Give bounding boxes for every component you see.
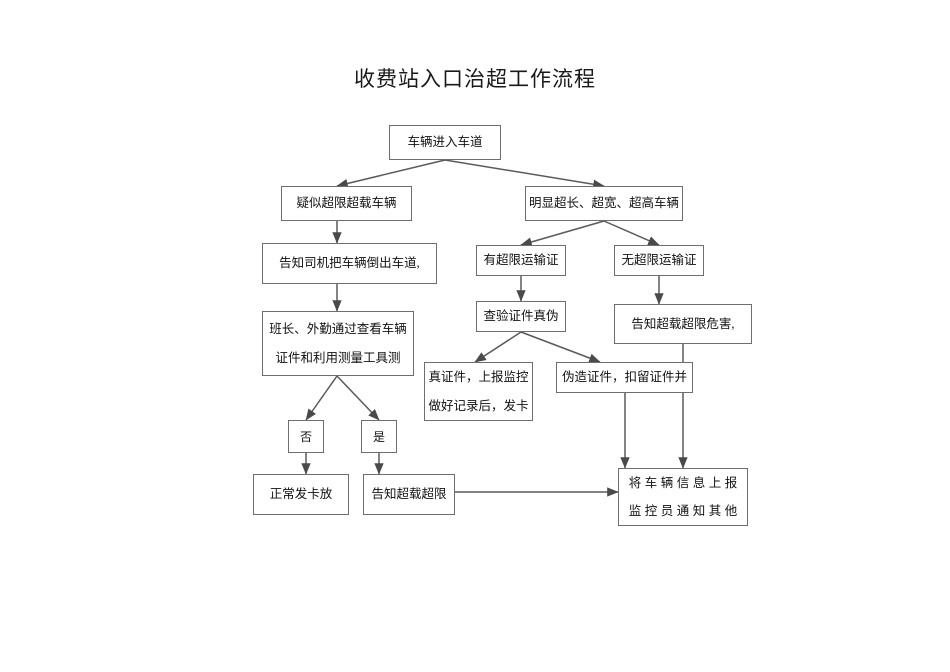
- node-inform-overload-limit[interactable]: 告知超载超限: [363, 474, 455, 515]
- node-line: 告知超载超限: [371, 487, 447, 502]
- node-decision-yes[interactable]: 是: [361, 420, 397, 453]
- page-title: 收费站入口治超工作流程: [354, 67, 596, 91]
- edge-n1-n3: [444, 159, 605, 189]
- node-tell-driver-back-out[interactable]: 告知司机把车辆倒出车道,: [262, 243, 437, 284]
- node-inspect-vehicle-documents[interactable]: 班长、外勤通过查看车辆 证件和利用测量工具测: [262, 311, 414, 376]
- node-suspected-overload-vehicle[interactable]: 疑似超限超载车辆: [281, 186, 412, 221]
- node-genuine-document-report[interactable]: 真证件，上报监控 做好记录后，发卡: [424, 362, 533, 421]
- node-obviously-oversize-vehicle[interactable]: 明显超长、超宽、超高车辆: [525, 186, 683, 221]
- node-line: 告知超载超限危害,: [631, 316, 735, 331]
- node-line: 正常发卡放: [269, 487, 333, 502]
- node-line: 伪造证件，扣留证件并: [561, 370, 687, 385]
- node-line: 班长、外勤通过查看车辆: [269, 322, 407, 336]
- node-no-oversize-permit[interactable]: 无超限运输证: [614, 245, 704, 276]
- edge-n8-n10: [474, 331, 522, 363]
- node-line: 否: [299, 429, 312, 444]
- node-line: 查验证件真伪: [483, 309, 559, 324]
- edge-n3-n6: [603, 220, 660, 246]
- node-line: 无超限运输证: [621, 253, 697, 268]
- edge-n3-n5: [520, 220, 605, 247]
- node-verify-document-authenticity[interactable]: 查验证件真伪: [476, 301, 566, 332]
- node-has-oversize-permit[interactable]: 有超限运输证: [476, 245, 566, 276]
- node-line: 证件和利用测量工具测: [275, 350, 401, 365]
- node-forged-document-confiscate[interactable]: 伪造证件，扣留证件并: [556, 362, 693, 393]
- node-vehicle-enters-lane[interactable]: 车辆进入车道: [389, 125, 501, 160]
- node-line: 车辆进入车道: [407, 135, 483, 150]
- node-normal-issue-card[interactable]: 正常发卡放: [253, 474, 349, 515]
- node-line: 将车辆信息上报: [628, 475, 741, 490]
- node-line: 明显超长、超宽、超高车辆: [528, 196, 679, 211]
- node-line: 做好记录后，发卡: [428, 398, 529, 413]
- node-decision-no[interactable]: 否: [288, 420, 324, 453]
- node-inform-overload-hazards[interactable]: 告知超载超限危害,: [614, 304, 752, 344]
- node-line: 疑似超限超载车辆: [296, 196, 397, 211]
- edge-n8-n11: [520, 331, 601, 363]
- node-line: 监控员通知其他: [628, 504, 741, 518]
- node-line: 告知司机把车辆倒出车道,: [279, 256, 420, 271]
- node-report-vehicle-info-to-monitor[interactable]: 将车辆信息上报 监控员通知其他: [618, 468, 748, 526]
- node-line: 是: [372, 429, 385, 444]
- edge-n7-n12: [305, 375, 338, 421]
- node-line: 有超限运输证: [483, 253, 559, 268]
- edge-n1-n2: [336, 159, 446, 188]
- node-line: 真证件，上报监控: [428, 370, 529, 384]
- edge-n7-n13: [336, 375, 380, 421]
